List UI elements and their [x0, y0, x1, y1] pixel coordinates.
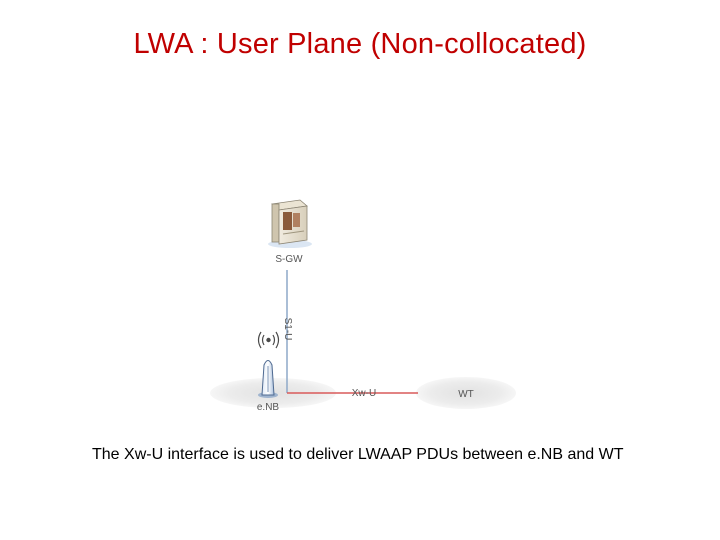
- radio-waves-icon: [257, 331, 280, 349]
- xwu-label: Xw-U: [352, 388, 376, 399]
- slide-title: LWA : User Plane (Non-collocated): [133, 28, 587, 60]
- sgw-label: S-GW: [275, 254, 303, 265]
- caption-text: The Xw-U interface is used to deliver LW…: [92, 446, 624, 463]
- s1u-label: S1-U: [282, 318, 293, 341]
- wt-label: WT: [458, 389, 474, 400]
- enb-label: e.NB: [257, 402, 280, 413]
- wt-ellipse: [416, 377, 516, 409]
- server-icon: [268, 199, 312, 248]
- base-station-icon: [258, 360, 278, 398]
